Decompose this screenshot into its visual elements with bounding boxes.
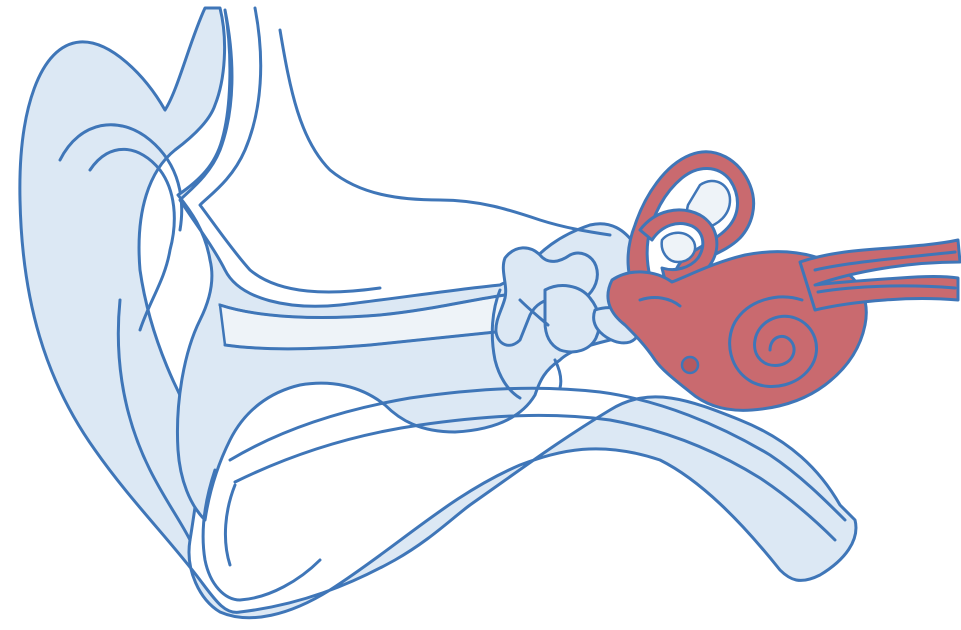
lower-lobe	[203, 470, 320, 600]
ossicle-detail-2	[555, 360, 561, 388]
lower-lobe-inner	[225, 485, 235, 565]
canal-lumen-2	[662, 233, 695, 262]
canal-ridge-upper	[200, 8, 380, 292]
round-window	[682, 357, 698, 373]
inner-ear	[608, 152, 960, 410]
canal-ridge-outer	[280, 30, 610, 235]
auditory-nerve	[800, 240, 960, 310]
